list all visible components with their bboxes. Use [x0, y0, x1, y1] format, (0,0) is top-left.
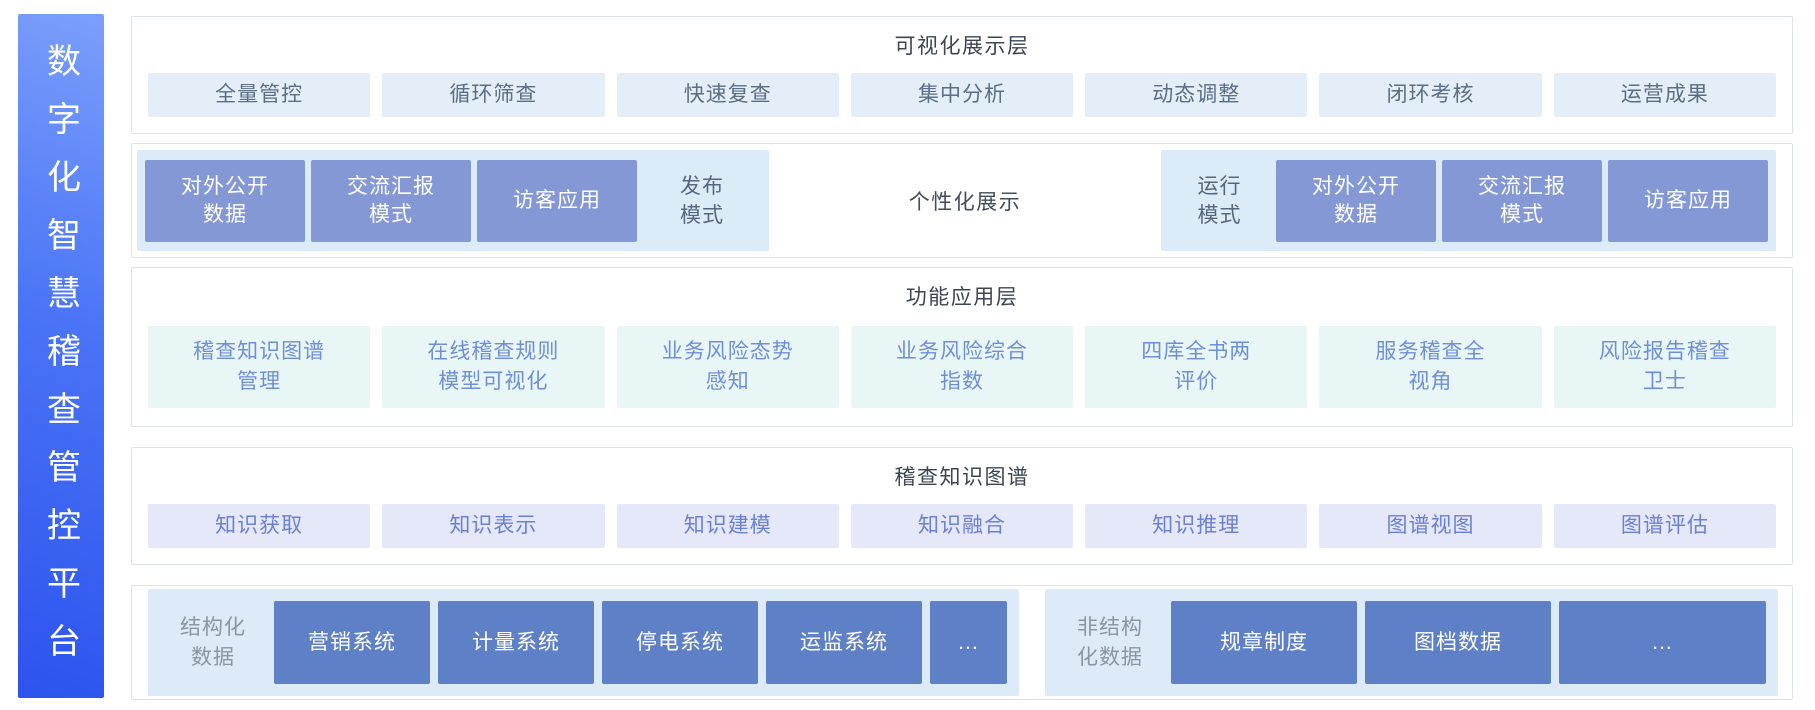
unstructured-source-box: ...: [1559, 601, 1766, 684]
structured-source-box: 停电系统: [602, 601, 758, 684]
layer-function-items: 稽查知识图谱管理在线稽查规则模型可视化业务风险态势感知业务风险综合指数四库全书两…: [148, 326, 1776, 408]
structured-data-label: 结构化数据: [180, 615, 246, 669]
knowledge-graph-item: 知识表示: [382, 504, 605, 548]
function-item: 在线稽查规则模型可视化: [382, 326, 605, 408]
function-item: 服务稽查全视角: [1319, 326, 1542, 408]
structured-source-box: 运监系统: [766, 601, 922, 684]
layer-function: 功能应用层 稽查知识图谱管理在线稽查规则模型可视化业务风险态势感知业务风险综合指…: [131, 267, 1793, 427]
function-item: 四库全书两评价: [1085, 326, 1308, 408]
structured-data-panel: 结构化数据 营销系统计量系统停电系统运监系统...: [148, 589, 1019, 696]
publish-mode-box: 交流汇报模式: [311, 159, 471, 242]
knowledge-graph-item: 知识融合: [850, 504, 1074, 548]
visualization-item: 闭环考核: [1319, 73, 1542, 117]
layer-visualization-title: 可视化展示层: [894, 35, 1030, 58]
structured-source-box: 营销系统: [274, 601, 430, 684]
runtime-mode-panel: 运行模式 对外公开数据交流汇报模式访客应用: [1161, 150, 1776, 251]
platform-title-banner: 数字化智慧稽查管控平台: [18, 14, 104, 698]
visualization-item: 全量管控: [148, 73, 371, 117]
publish-mode-box: 对外公开数据: [145, 159, 305, 242]
unstructured-data-panel: 非结构化数据 规章制度图档数据...: [1045, 589, 1778, 696]
knowledge-graph-item: 知识推理: [1085, 504, 1308, 548]
runtime-mode-box: 访客应用: [1608, 159, 1768, 242]
function-item: 业务风险态势感知: [616, 326, 839, 408]
layer-visualization: 可视化展示层 全量管控循环筛查快速复查集中分析动态调整闭环考核运营成果: [131, 16, 1793, 134]
knowledge-graph-item: 知识获取: [148, 504, 371, 548]
visualization-item: 循环筛查: [382, 73, 605, 117]
publish-mode-box: 访客应用: [477, 159, 637, 242]
unstructured-source-box: 规章制度: [1171, 601, 1357, 684]
unstructured-data-label: 非结构化数据: [1077, 615, 1143, 669]
knowledge-graph-item: 知识建模: [616, 504, 839, 548]
runtime-mode-label: 运行模式: [1197, 174, 1242, 227]
layer-knowledge-graph-items: 知识获取知识表示知识建模知识融合知识推理图谱视图图谱评估: [148, 504, 1776, 548]
structured-source-box: 计量系统: [438, 601, 594, 684]
platform-title: 数字化智慧稽查管控平台: [41, 43, 80, 681]
knowledge-graph-item: 图谱评估: [1553, 504, 1776, 548]
runtime-mode-box: 对外公开数据: [1276, 159, 1436, 242]
function-item: 业务风险综合指数: [850, 326, 1074, 408]
visualization-item: 动态调整: [1085, 73, 1308, 117]
runtime-mode-box: 交流汇报模式: [1442, 159, 1602, 242]
personalized-display-label: 个性化展示: [908, 190, 1022, 214]
visualization-item: 快速复查: [616, 73, 839, 117]
visualization-item: 运营成果: [1553, 73, 1776, 117]
publish-mode-label: 发布模式: [680, 174, 724, 227]
unstructured-source-box: 图档数据: [1365, 601, 1551, 684]
function-item: 风险报告稽查卫士: [1553, 326, 1776, 408]
layer-display-modes: 对外公开数据交流汇报模式访客应用 发布模式 个性化展示 运行模式 对外公开数据交…: [131, 143, 1793, 258]
layer-function-title: 功能应用层: [905, 286, 1019, 309]
publish-mode-panel: 对外公开数据交流汇报模式访客应用 发布模式: [137, 150, 769, 251]
layer-knowledge-graph: 稽查知识图谱 知识获取知识表示知识建模知识融合知识推理图谱视图图谱评估: [131, 447, 1793, 565]
structured-source-box: ...: [930, 601, 1007, 684]
layer-knowledge-graph-title: 稽查知识图谱: [894, 466, 1030, 489]
layer-data-sources: 结构化数据 营销系统计量系统停电系统运监系统... 非结构化数据 规章制度图档数…: [131, 585, 1793, 700]
knowledge-graph-item: 图谱视图: [1319, 504, 1542, 548]
function-item: 稽查知识图谱管理: [148, 326, 371, 408]
layer-visualization-items: 全量管控循环筛查快速复查集中分析动态调整闭环考核运营成果: [148, 73, 1776, 117]
visualization-item: 集中分析: [850, 73, 1074, 117]
